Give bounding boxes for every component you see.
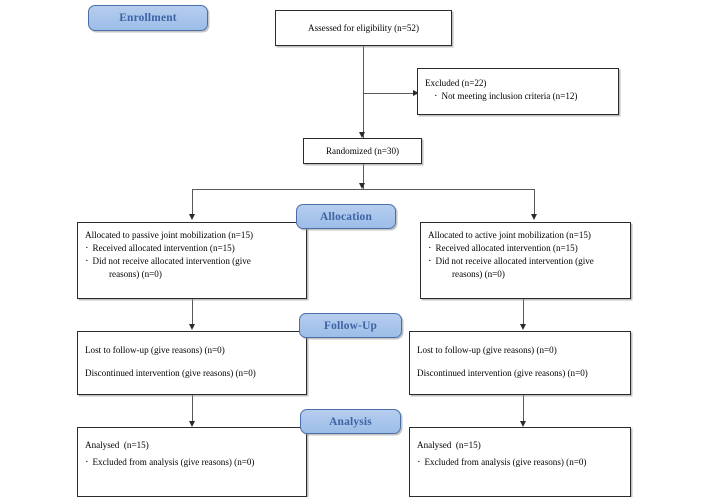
box-analysis-left: Analysed (n=15) Excluded from analysis (… (77, 427, 307, 497)
assessed-text: Assessed for eligibility (n=52) (308, 23, 419, 33)
allocation-right-title: Allocated to active joint mobilization (… (428, 230, 591, 240)
connector-alloc-to-followup-right (523, 299, 525, 326)
stage-badge-followup: Follow-Up (299, 313, 402, 338)
allocation-right-not-received-cont: reasons) (n=0) (452, 269, 505, 279)
stage-badge-allocation-label: Allocation (320, 210, 372, 223)
followup-right-discontinued: Discontinued intervention (give reasons)… (417, 368, 588, 378)
analysis-right-excluded: Excluded from analysis (give reasons) (n… (417, 456, 624, 469)
excluded-title: Excluded (n=22) (425, 78, 487, 88)
arrowhead-analysis-left (188, 421, 195, 427)
stage-badge-analysis: Analysis (300, 409, 401, 434)
stage-badge-allocation: Allocation (296, 204, 396, 229)
connector-allocation-split-bar (192, 189, 535, 191)
excluded-reason: Not meeting inclusion criteria (n=12) (434, 90, 612, 103)
box-allocation-right: Allocated to active joint mobilization (… (420, 222, 631, 299)
connector-followup-to-analysis-left (192, 395, 194, 423)
analysis-right-analysed: Analysed (n=15) (417, 440, 481, 450)
box-followup-right: Lost to follow-up (give reasons) (n=0) D… (409, 331, 631, 395)
followup-left-discontinued: Discontinued intervention (give reasons)… (85, 368, 256, 378)
followup-right-lost: Lost to follow-up (give reasons) (n=0) (417, 345, 557, 355)
arrowhead-allocation-left (188, 214, 195, 220)
stage-badge-enrollment: Enrollment (88, 5, 208, 31)
connector-to-excluded (362, 93, 415, 95)
arrowhead-to-excluded (413, 89, 419, 96)
followup-left-lost: Lost to follow-up (give reasons) (n=0) (85, 345, 225, 355)
allocation-left-not-received: Did not receive allocated intervention (… (85, 255, 300, 268)
arrowhead-followup-right (519, 324, 526, 330)
box-randomized: Randomized (n=30) (303, 138, 422, 164)
arrowhead-analysis-right (519, 421, 526, 427)
box-excluded: Excluded (n=22) Not meeting inclusion cr… (417, 68, 619, 115)
connector-split-right-drop (534, 189, 536, 216)
allocation-left-not-received-cont: reasons) (n=0) (109, 269, 162, 279)
stage-badge-analysis-label: Analysis (329, 415, 372, 428)
connector-randomized-stem (362, 164, 364, 190)
arrowhead-allocation-right (530, 214, 537, 220)
box-followup-left: Lost to follow-up (give reasons) (n=0) D… (77, 331, 307, 395)
stage-badge-enrollment-label: Enrollment (119, 12, 177, 24)
box-analysis-right: Analysed (n=15) Excluded from analysis (… (409, 427, 631, 497)
connector-followup-to-analysis-right (523, 395, 525, 423)
allocation-left-received: Received allocated intervention (n=15) (85, 242, 300, 255)
randomized-text: Randomized (n=30) (325, 146, 400, 156)
stage-badge-followup-label: Follow-Up (323, 319, 378, 332)
connector-alloc-to-followup-left (192, 299, 194, 326)
connector-split-left-drop (192, 189, 194, 216)
allocation-right-received: Received allocated intervention (n=15) (428, 242, 624, 255)
box-assessed-for-eligibility: Assessed for eligibility (n=52) (275, 10, 452, 46)
allocation-right-not-received: Did not receive allocated intervention (… (428, 255, 624, 268)
allocation-left-title: Allocated to passive joint mobilization … (85, 230, 254, 240)
arrowhead-to-randomized (359, 132, 365, 138)
arrowhead-followup-left (188, 324, 195, 330)
arrowhead-randomized-stem (359, 183, 365, 189)
box-allocation-left: Allocated to passive joint mobilization … (77, 222, 307, 299)
analysis-left-analysed: Analysed (n=15) (85, 440, 149, 450)
connector-assessed-to-randomized (362, 46, 364, 138)
analysis-left-excluded: Excluded from analysis (give reasons) (n… (85, 456, 300, 469)
